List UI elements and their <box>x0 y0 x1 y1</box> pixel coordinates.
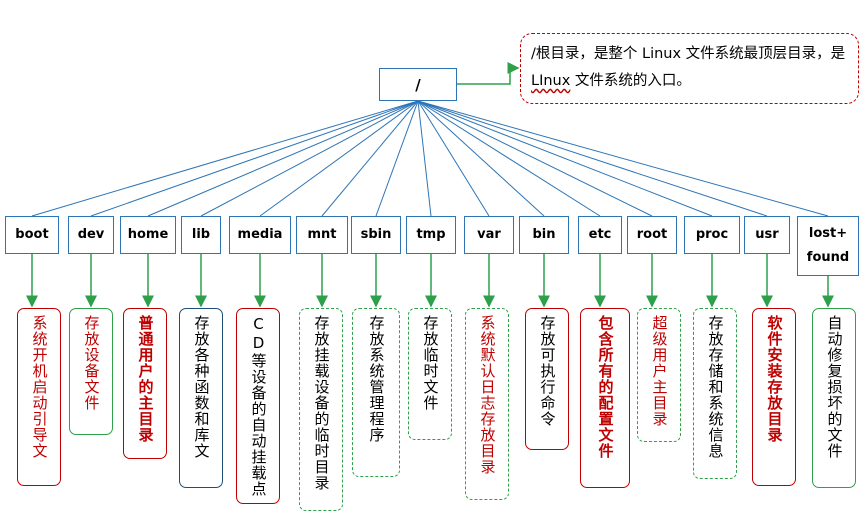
fan-line <box>147 100 419 217</box>
desc-text: 软件安装存放目录 <box>765 315 784 443</box>
desc-text: 普通用户的主目录 <box>136 315 155 443</box>
desc-text: 系统默认日志存放目录 <box>478 315 497 475</box>
dir-label: lost+found <box>806 226 850 265</box>
desc-home: 普通用户的主目录 <box>123 308 167 459</box>
desc-sbin: 存放系统管理程序 <box>352 308 400 477</box>
fan-line <box>417 100 768 217</box>
desc-etc: 包含所有的配置文件 <box>580 308 630 488</box>
desc-text: 存放各种函数和库文 <box>192 315 211 459</box>
dir-lib[interactable]: lib <box>181 216 221 254</box>
fan-line <box>417 100 490 217</box>
dir-label: var <box>477 227 501 242</box>
dir-boot[interactable]: boot <box>5 216 59 254</box>
desc-proc: 存放存储和系统信息 <box>693 308 737 479</box>
desc-root: 超级用户主目录 <box>637 308 681 442</box>
desc-text: CD等设备的自动挂载点 <box>249 315 268 497</box>
fan-line <box>417 100 829 217</box>
fan-line <box>321 100 419 217</box>
dir-label: usr <box>755 227 779 242</box>
desc-dev: 存放设备文件 <box>69 308 113 435</box>
fan-line <box>417 100 545 217</box>
dir-label: media <box>237 227 283 242</box>
dir-bin[interactable]: bin <box>519 216 569 254</box>
desc-media: CD等设备的自动挂载点 <box>236 308 280 504</box>
dir-home[interactable]: home <box>120 216 176 254</box>
desc-text: 存放系统管理程序 <box>367 315 386 443</box>
note-text-linux: LInux <box>531 73 571 89</box>
dir-etc[interactable]: etc <box>578 216 622 254</box>
fan-line <box>417 100 601 217</box>
desc-boot: 系统开机启动引导文 <box>17 308 61 486</box>
fan-line <box>200 100 419 217</box>
desc-var: 系统默认日志存放目录 <box>465 308 509 500</box>
desc-lib: 存放各种函数和库文 <box>179 308 223 488</box>
note-text-1: /根目录，是整个 Linux 文件系统最顶层目录，是 <box>531 46 846 62</box>
dir-mnt[interactable]: mnt <box>296 216 348 254</box>
desc-text: 自动修复损坏的文件 <box>825 315 844 459</box>
desc-text: 系统开机启动引导文 <box>30 315 49 459</box>
dir-usr[interactable]: usr <box>744 216 790 254</box>
desc-text: 超级用户主目录 <box>650 315 669 427</box>
dir-label: boot <box>15 227 49 242</box>
dir-label: mnt <box>307 227 337 242</box>
dir-label: etc <box>588 227 612 242</box>
fan-line <box>417 100 653 217</box>
dir-proc[interactable]: proc <box>684 216 740 254</box>
desc-text: 包含所有的配置文件 <box>596 315 615 459</box>
fan-line <box>417 100 713 217</box>
fan-line <box>375 100 419 217</box>
dir-label: proc <box>695 227 729 242</box>
dir-label: lib <box>191 227 211 242</box>
fan-line <box>417 100 432 217</box>
desc-bin: 存放可执行命令 <box>525 308 569 450</box>
fan-line <box>31 100 419 217</box>
desc-text: 存放存储和系统信息 <box>706 315 725 459</box>
dir-var[interactable]: var <box>464 216 514 254</box>
dir-label: tmp <box>416 227 446 242</box>
dir-lost-found[interactable]: lost+found <box>797 216 859 276</box>
desc-text: 存放临时文件 <box>421 315 440 411</box>
dir-dev[interactable]: dev <box>68 216 114 254</box>
desc-lost-found: 自动修复损坏的文件 <box>812 308 856 488</box>
root-directory-box[interactable]: / <box>379 68 457 101</box>
note-arrow <box>457 62 520 85</box>
dir-label: sbin <box>360 227 392 242</box>
dir-root[interactable]: root <box>627 216 677 254</box>
desc-tmp: 存放临时文件 <box>408 308 452 440</box>
dir-label: dev <box>77 227 105 242</box>
note-text-2: 文件系统的入口。 <box>570 73 691 89</box>
fan-line <box>259 100 419 217</box>
desc-text: 存放挂载设备的临时目录 <box>312 315 331 491</box>
desc-usr: 软件安装存放目录 <box>752 308 796 486</box>
root-description-note: /根目录，是整个 Linux 文件系统最顶层目录，是 LInux 文件系统的入口… <box>520 33 859 104</box>
dir-sbin[interactable]: sbin <box>351 216 401 254</box>
root-label: / <box>415 75 421 94</box>
dir-label: root <box>636 227 668 242</box>
desc-text: 存放可执行命令 <box>538 315 557 427</box>
dir-media[interactable]: media <box>229 216 291 254</box>
fan-line <box>90 100 419 217</box>
dir-tmp[interactable]: tmp <box>406 216 456 254</box>
desc-mnt: 存放挂载设备的临时目录 <box>299 308 343 511</box>
dir-label: home <box>127 227 169 242</box>
dir-label: bin <box>532 227 556 242</box>
desc-text: 存放设备文件 <box>82 315 101 411</box>
